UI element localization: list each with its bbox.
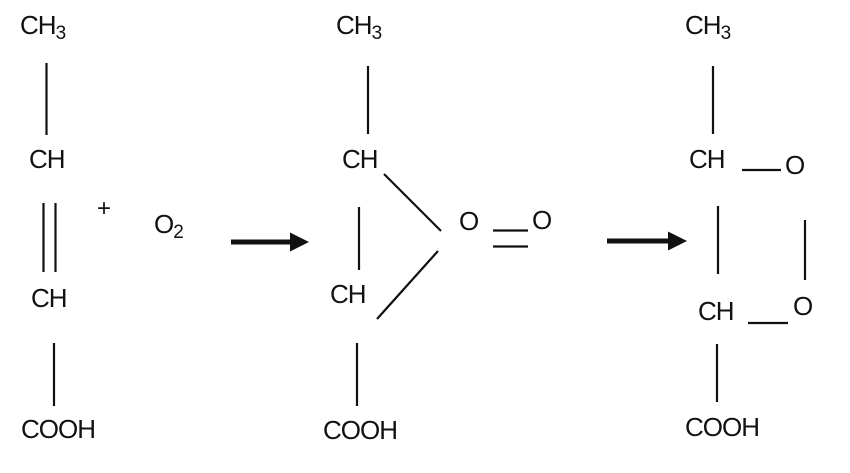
oxygen-reagent-label: O2: [154, 209, 184, 242]
methyl-label: CH3: [336, 10, 382, 43]
arrow-head: [668, 231, 687, 251]
carboxyl-label: COOH: [685, 412, 760, 442]
plus-sign: +: [97, 195, 112, 222]
arrow-head: [290, 232, 309, 252]
oxygen-base: O: [154, 209, 174, 239]
ch-bottom-label: CH: [330, 279, 367, 309]
terminal-oxygen-label: O: [532, 205, 552, 235]
methyl-label: CH3: [685, 10, 731, 43]
methyl-label: CH3: [20, 10, 66, 43]
ch-bottom-label: CH: [698, 296, 735, 326]
carboxyl-label: COOH: [21, 414, 96, 444]
intermediate-bonds: [355, 66, 528, 406]
ch-top-label: CH: [342, 144, 379, 174]
oxygen-top-label: O: [785, 150, 805, 180]
methyl-base: CH: [20, 10, 57, 40]
reactant-bonds: [42, 63, 57, 406]
methyl-base: CH: [336, 10, 373, 40]
methyl-base: CH: [685, 10, 722, 40]
methyl-subscript: 3: [720, 23, 732, 44]
ch-top-label: CH: [689, 144, 726, 174]
oxygen-subscript: 2: [173, 222, 184, 243]
methyl-subscript: 3: [371, 23, 383, 44]
bond-chbottom-oxygen-diagonal: [376, 250, 439, 320]
bond-chtop-oxygen-diagonal: [383, 173, 442, 232]
ch-bottom-label: CH: [31, 283, 68, 313]
reaction-arrow-2-icon: [607, 231, 687, 251]
oxygen-bottom-label: O: [793, 291, 813, 321]
product-bonds: [711, 66, 807, 402]
ch-top-label: CH: [29, 144, 66, 174]
ring-oxygen-label: O: [459, 206, 479, 236]
carboxyl-label: COOH: [323, 415, 398, 445]
reaction-arrow-1-icon: [231, 232, 309, 252]
methyl-subscript: 3: [55, 23, 67, 44]
